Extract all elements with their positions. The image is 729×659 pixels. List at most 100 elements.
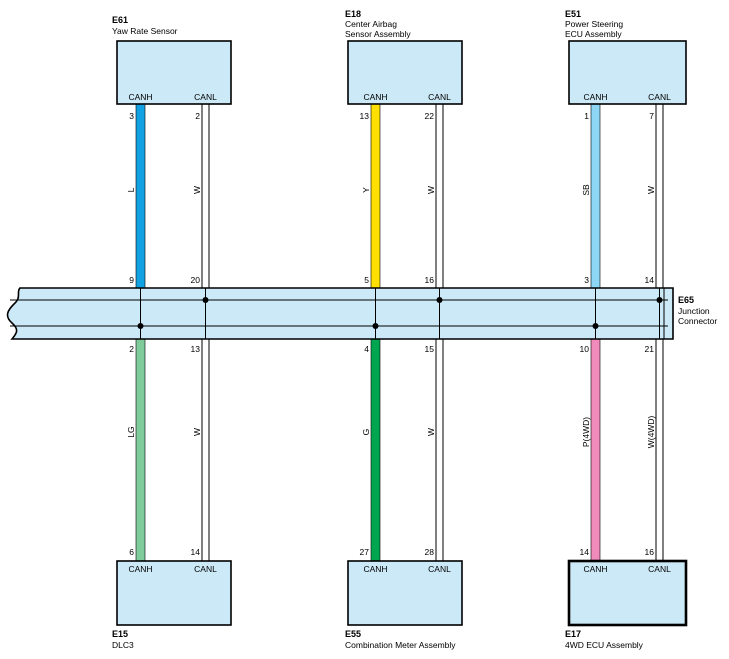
pin-number: 9 — [129, 275, 134, 285]
wire-color-code: W — [426, 428, 436, 436]
pin-number: 20 — [191, 275, 201, 285]
wire-color-code: G — [361, 429, 371, 436]
pin-number: 14 — [191, 547, 201, 557]
e51-code: E51 — [565, 9, 581, 19]
e61-canh-label: CANH — [128, 92, 152, 102]
pin-number: 3 — [129, 111, 134, 121]
e17-connector-box — [567, 559, 688, 627]
lower-wires — [135, 337, 664, 563]
e65-code: E65 — [678, 295, 694, 305]
wire-e15-canh — [135, 337, 146, 563]
e51-canh-label: CANH — [583, 92, 607, 102]
pin-number: 14 — [645, 275, 655, 285]
e55-canl-label: CANL — [428, 564, 451, 574]
e17-canl-label: CANL — [648, 564, 671, 574]
wire-e18-canl — [435, 103, 444, 291]
wire-color-code: W — [192, 186, 202, 194]
junction-body — [6, 287, 674, 340]
e15-code: E15 — [112, 629, 128, 639]
pin-numbers-lower: 2 13 4 15 10 21 6 14 27 28 14 16 — [129, 344, 654, 557]
pin-number: 6 — [129, 547, 134, 557]
wire-color-code: LG — [126, 426, 136, 437]
splice-dot — [202, 297, 209, 303]
splice-dot — [592, 323, 599, 329]
pin-numbers-upper: 3 2 13 22 1 7 9 20 5 16 3 14 — [129, 111, 654, 285]
pin-number: 4 — [364, 344, 369, 354]
e55-connector-box — [347, 560, 463, 626]
wire-color-code: SB — [581, 184, 591, 196]
e17-code: E17 — [565, 629, 581, 639]
e18-canl-label: CANL — [428, 92, 451, 102]
wire-e55-canh — [370, 337, 381, 563]
wire-color-code: P(4WD) — [581, 417, 591, 447]
component-e15: CANH CANL E15 DLC3 — [112, 560, 232, 650]
pin-number: 16 — [425, 275, 435, 285]
e65-name-line2: Connector — [678, 316, 717, 326]
component-e55: CANH CANL E55 Combination Meter Assembly — [345, 560, 463, 650]
e15-connector-box — [116, 560, 232, 626]
wire-e18-canh — [370, 103, 381, 291]
pin-number: 5 — [364, 275, 369, 285]
e55-code: E55 — [345, 629, 361, 639]
e51-canl-label: CANL — [648, 92, 671, 102]
wire-e61-canh — [135, 103, 146, 291]
component-e17: CANH CANL E17 4WD ECU Assembly — [565, 559, 688, 650]
e18-code: E18 — [345, 9, 361, 19]
junction-connector-e65: E65 Junction Connector — [6, 287, 717, 340]
pin-number: 7 — [649, 111, 654, 121]
wire-e55-canl — [435, 337, 444, 563]
pin-number: 27 — [360, 547, 370, 557]
e55-name: Combination Meter Assembly — [345, 640, 456, 650]
wire-color-code: W — [426, 186, 436, 194]
e61-canl-label: CANL — [194, 92, 217, 102]
wire-color-code: L — [126, 187, 136, 192]
wire-color-code: Y — [361, 187, 371, 193]
splice-dot — [656, 297, 663, 303]
splice-dot — [372, 323, 379, 329]
pin-number: 22 — [425, 111, 435, 121]
pin-number: 3 — [584, 275, 589, 285]
wire-color-code: W — [192, 428, 202, 436]
e61-connector-box — [116, 40, 232, 105]
pin-number: 21 — [645, 344, 655, 354]
e18-name-line1: Center Airbag — [345, 19, 397, 29]
splice-dot — [436, 297, 443, 303]
pin-number: 2 — [129, 344, 134, 354]
wire-e17-canl — [655, 337, 664, 563]
wire-e15-canl — [201, 337, 210, 563]
pin-number: 28 — [425, 547, 435, 557]
component-e61: E61 Yaw Rate Sensor CANH CANL — [112, 15, 232, 105]
e55-canh-label: CANH — [363, 564, 387, 574]
e18-canh-label: CANH — [363, 92, 387, 102]
e15-canl-label: CANL — [194, 564, 217, 574]
pin-number: 2 — [195, 111, 200, 121]
component-e18: E18 Center Airbag Sensor Assembly CANH C… — [345, 9, 463, 105]
wire-e51-canh — [590, 103, 601, 291]
e15-name: DLC3 — [112, 640, 134, 650]
e51-name-line2: ECU Assembly — [565, 29, 622, 39]
pin-number: 10 — [580, 344, 590, 354]
pin-number: 16 — [645, 547, 655, 557]
splice-dot — [137, 323, 144, 329]
e61-name: Yaw Rate Sensor — [112, 26, 178, 36]
pin-number: 13 — [191, 344, 201, 354]
wire-e61-canl — [201, 103, 210, 291]
e17-canh-label: CANH — [583, 564, 607, 574]
pin-number: 14 — [580, 547, 590, 557]
wire-e51-canl — [655, 103, 664, 291]
e15-canh-label: CANH — [128, 564, 152, 574]
upper-wires — [135, 103, 664, 291]
component-e51: E51 Power Steering ECU Assembly CANH CAN… — [565, 9, 687, 105]
e18-connector-box — [347, 40, 463, 105]
pin-number: 15 — [425, 344, 435, 354]
wire-color-codes: L W Y W SB W LG W G W P(4WD) W(4WD) — [126, 184, 656, 448]
e51-connector-box — [568, 40, 687, 105]
e18-name-line2: Sensor Assembly — [345, 29, 411, 39]
pin-number: 13 — [360, 111, 370, 121]
e51-name-line1: Power Steering — [565, 19, 623, 29]
pin-number: 1 — [584, 111, 589, 121]
e61-code: E61 — [112, 15, 128, 25]
wire-e17-canh — [590, 337, 601, 563]
wire-color-code: W — [646, 186, 656, 194]
